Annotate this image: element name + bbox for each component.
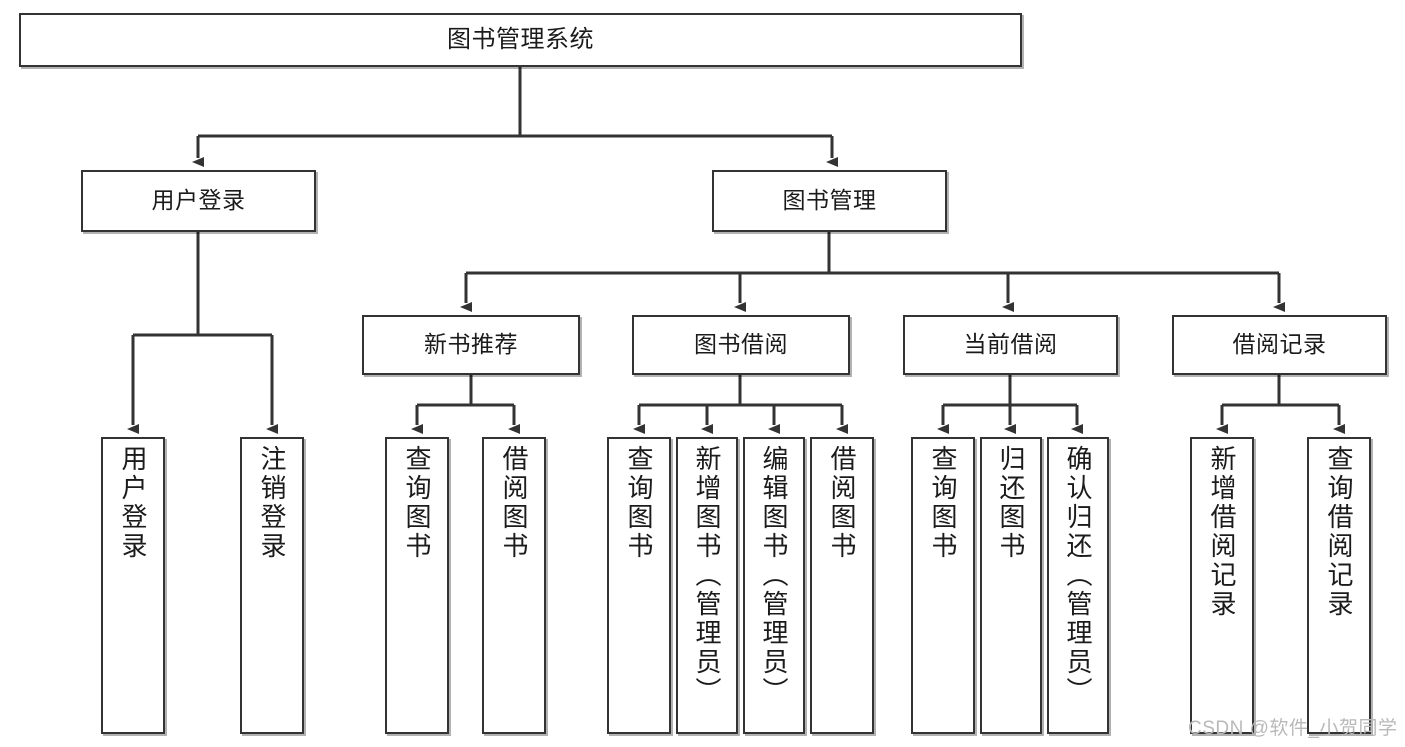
- node-borrow-record[interactable]: 借阅记录: [1172, 315, 1387, 375]
- node-label: 图书管理: [782, 187, 877, 214]
- node-label: 归还图书: [996, 445, 1026, 561]
- node-label: 图书借阅: [694, 331, 788, 358]
- node-label: 查询图书: [624, 445, 654, 561]
- node-label: 新增图书（管理员）: [692, 445, 722, 706]
- node-label: 借阅图书: [499, 445, 529, 561]
- node-label: 新增借阅记录: [1207, 445, 1237, 619]
- leaf-book-borrow-query[interactable]: 查询图书: [607, 437, 671, 734]
- leaf-current-borrow-confirm-return[interactable]: 确认归还（管理员）: [1047, 437, 1109, 734]
- node-label: 用户登录: [151, 187, 246, 214]
- node-label: 编辑图书（管理员）: [759, 445, 789, 706]
- leaf-current-borrow-return[interactable]: 归还图书: [980, 437, 1042, 734]
- node-label: 用户登录: [118, 445, 148, 561]
- node-label: 查询图书: [928, 445, 958, 561]
- leaf-user-login-login[interactable]: 用户登录: [101, 437, 165, 734]
- node-label: 注销登录: [257, 445, 287, 561]
- node-label: 查询图书: [402, 445, 432, 561]
- watermark-text: CSDN @软件_小贺同学: [1188, 718, 1398, 739]
- node-user-login[interactable]: 用户登录: [81, 170, 316, 232]
- leaf-book-borrow-add[interactable]: 新增图书（管理员）: [676, 437, 738, 734]
- node-label: 确认归还（管理员）: [1063, 445, 1093, 706]
- node-current-borrow[interactable]: 当前借阅: [903, 315, 1118, 375]
- node-label: 借阅图书: [827, 445, 857, 561]
- node-label: 借阅记录: [1232, 331, 1327, 358]
- leaf-borrow-record-add[interactable]: 新增借阅记录: [1190, 437, 1254, 734]
- leaf-new-book-query[interactable]: 查询图书: [385, 437, 449, 734]
- leaf-user-login-logout[interactable]: 注销登录: [240, 437, 304, 734]
- leaf-book-borrow-borrow[interactable]: 借阅图书: [810, 437, 874, 734]
- node-book-management[interactable]: 图书管理: [712, 170, 947, 232]
- node-book-borrow[interactable]: 图书借阅: [632, 315, 850, 375]
- node-label: 图书管理系统: [447, 25, 594, 53]
- leaf-borrow-record-query[interactable]: 查询借阅记录: [1307, 437, 1371, 734]
- leaf-new-book-borrow[interactable]: 借阅图书: [482, 437, 546, 734]
- node-label: 当前借阅: [963, 331, 1058, 358]
- node-new-book-recommend[interactable]: 新书推荐: [362, 315, 580, 375]
- leaf-book-borrow-edit[interactable]: 编辑图书（管理员）: [743, 437, 805, 734]
- node-label: 新书推荐: [424, 331, 518, 358]
- node-label: 查询借阅记录: [1324, 445, 1354, 619]
- node-root-book-management-system[interactable]: 图书管理系统: [19, 13, 1022, 67]
- leaf-current-borrow-query[interactable]: 查询图书: [911, 437, 975, 734]
